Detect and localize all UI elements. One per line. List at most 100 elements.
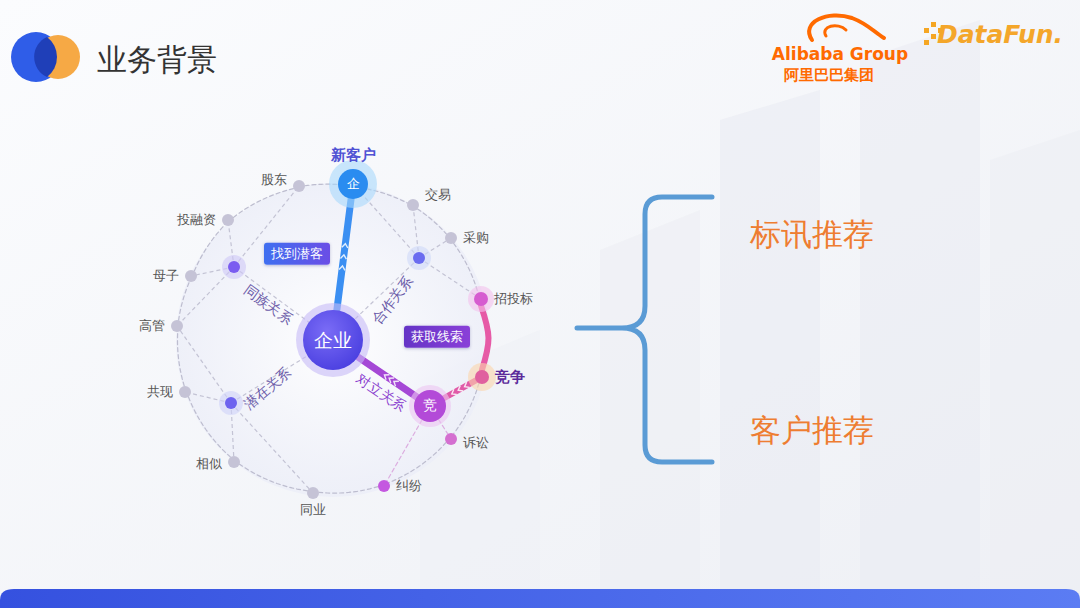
building-shape bbox=[990, 130, 1080, 608]
node-circle bbox=[474, 292, 488, 306]
rival-node: 竞 bbox=[414, 390, 446, 422]
dashed-relation-line bbox=[177, 332, 184, 386]
node-circle bbox=[228, 456, 240, 468]
entity-dot: 高管 bbox=[171, 320, 183, 332]
mesh-line bbox=[231, 403, 313, 493]
node-shape bbox=[179, 386, 191, 398]
chevron-mark bbox=[340, 255, 346, 259]
node-halo bbox=[468, 286, 494, 312]
node-circle bbox=[185, 270, 197, 282]
node-circle bbox=[222, 214, 234, 226]
dashed-relation-line bbox=[454, 243, 478, 292]
entity-dot: 采购 bbox=[445, 232, 457, 244]
dashed-relation-line bbox=[454, 383, 479, 433]
node-caption: 竞争 bbox=[495, 369, 525, 386]
logo-text: DataFun. bbox=[937, 21, 1063, 49]
entity-dot: 竞争 bbox=[475, 370, 489, 384]
node-shape bbox=[445, 433, 457, 445]
hub-dot bbox=[228, 261, 240, 273]
hub-halo bbox=[219, 391, 243, 415]
node-caption: 诉讼 bbox=[463, 436, 489, 450]
dashed-relation-line bbox=[233, 189, 293, 218]
dashed-relation-line bbox=[418, 209, 447, 234]
dashed-relation-line bbox=[194, 225, 224, 271]
node-caption: 高管 bbox=[139, 319, 165, 333]
hub-dot bbox=[413, 252, 425, 264]
node-caption: 交易 bbox=[425, 188, 451, 202]
node-circle bbox=[414, 390, 446, 422]
alibaba-icon bbox=[825, 26, 846, 36]
dashed-relation-line bbox=[319, 487, 378, 494]
relation-label: 同族关系 bbox=[241, 282, 295, 327]
callout-tag: 找到潜客 bbox=[264, 243, 330, 265]
chevron-mark bbox=[342, 244, 348, 248]
entity-dot: 交易 bbox=[407, 199, 419, 211]
chevron-mark bbox=[394, 381, 399, 386]
node-shape bbox=[445, 232, 457, 244]
node-caption: 相似 bbox=[196, 457, 222, 471]
chevron-mark bbox=[452, 389, 457, 394]
node-halo bbox=[329, 160, 377, 208]
core-node: 企业 bbox=[303, 310, 363, 370]
node-circle bbox=[407, 199, 419, 211]
scenario-text: 客户推荐 bbox=[750, 413, 874, 447]
mesh-line bbox=[177, 267, 234, 326]
mesh-line bbox=[177, 326, 231, 403]
node-shape bbox=[475, 370, 489, 384]
callout-tag: 获取线索 bbox=[404, 326, 470, 348]
logo-overlap bbox=[34, 37, 57, 77]
node-circle bbox=[445, 232, 457, 244]
entity-dot: 母子 bbox=[185, 270, 197, 282]
building-shape bbox=[860, 20, 980, 608]
entity-dot: 诉讼 bbox=[445, 433, 457, 445]
node-caption: 同业 bbox=[300, 503, 326, 517]
alibaba-icon bbox=[809, 15, 884, 40]
node-caption: 采购 bbox=[463, 231, 489, 245]
entity-dot: 相似 bbox=[228, 456, 240, 468]
relation-connector bbox=[337, 199, 351, 310]
node-caption: 新客户 bbox=[331, 147, 376, 164]
node-halo bbox=[468, 363, 496, 391]
node-shape bbox=[407, 199, 419, 211]
node-shape bbox=[185, 270, 197, 282]
entity-dot: 共现 bbox=[179, 386, 191, 398]
node-caption: 共现 bbox=[147, 385, 173, 399]
node-shape bbox=[474, 292, 488, 306]
hub-dot bbox=[225, 397, 237, 409]
node-halo bbox=[296, 303, 370, 377]
relation-label: 潜在关系 bbox=[242, 365, 295, 413]
chevron-mark bbox=[465, 382, 470, 387]
building-shape bbox=[720, 90, 820, 608]
node-caption: 纠纷 bbox=[396, 479, 422, 493]
node-caption: 招投标 bbox=[494, 292, 533, 306]
node-text: 企业 bbox=[314, 330, 352, 351]
relation-label: 对立关系 bbox=[353, 371, 408, 415]
relation-connector bbox=[481, 306, 488, 370]
node-circle bbox=[307, 487, 319, 499]
datafun-icon bbox=[924, 28, 929, 33]
datafun-icon bbox=[924, 40, 929, 45]
building-shape bbox=[600, 210, 700, 608]
entity-dot: 投融资 bbox=[222, 214, 234, 226]
node-shape bbox=[293, 180, 305, 192]
node-halo bbox=[409, 385, 451, 427]
node-circle bbox=[303, 310, 363, 370]
node-circle bbox=[179, 386, 191, 398]
node-caption: 母子 bbox=[153, 269, 179, 283]
entity-dot: 纠纷 bbox=[378, 480, 390, 492]
hub-halo bbox=[222, 255, 246, 279]
datafun-icon bbox=[931, 34, 936, 39]
relation-label: 合作关系 bbox=[370, 273, 417, 327]
curly-bracket bbox=[577, 197, 712, 462]
sphere-fill bbox=[176, 183, 490, 497]
dashed-relation-line bbox=[188, 397, 230, 457]
node-circle bbox=[171, 320, 183, 332]
node-shape bbox=[222, 214, 234, 226]
logo-text: 阿里巴巴集团 bbox=[784, 67, 874, 84]
chevron-mark bbox=[458, 386, 463, 391]
node-circle bbox=[293, 180, 305, 192]
